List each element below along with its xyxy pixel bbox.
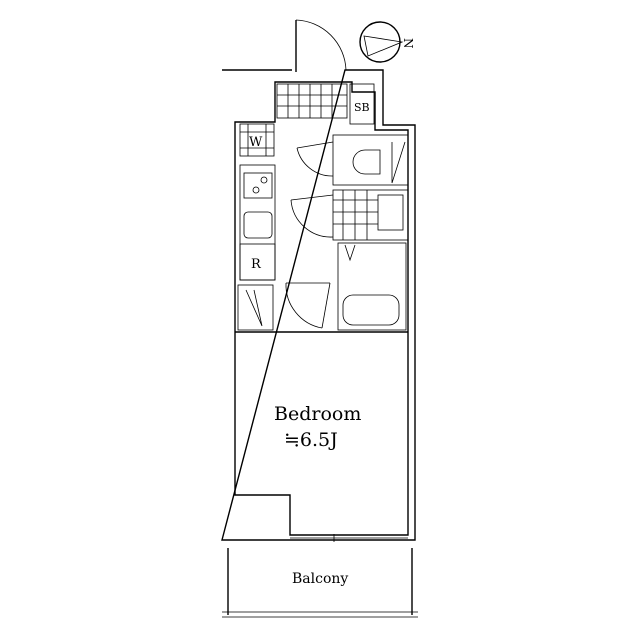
washer-label: W bbox=[249, 135, 263, 150]
entrance-tiles bbox=[276, 83, 348, 119]
fridge-space bbox=[239, 243, 276, 281]
closet bbox=[237, 284, 274, 331]
balcony bbox=[222, 548, 418, 618]
bedroom-size: ≒6.5J bbox=[284, 429, 338, 451]
stove-icon bbox=[243, 172, 273, 199]
bedroom-door[interactable] bbox=[285, 282, 331, 329]
compass-label: N bbox=[401, 38, 415, 49]
bedroom-label: Bedroom bbox=[274, 403, 361, 425]
balcony-label: Balcony bbox=[292, 571, 348, 587]
bathtub-icon bbox=[342, 294, 400, 326]
storage-label: SB bbox=[354, 101, 370, 114]
interior-wall bbox=[234, 81, 409, 536]
entrance-door[interactable] bbox=[295, 19, 347, 72]
washroom-door[interactable] bbox=[290, 194, 334, 238]
washbasin-icon bbox=[377, 194, 404, 231]
sink-icon bbox=[243, 211, 273, 239]
toilet-room bbox=[332, 134, 409, 186]
compass-icon: N bbox=[359, 21, 415, 63]
washer-space bbox=[239, 123, 275, 157]
bathroom bbox=[337, 242, 407, 331]
toilet-icon bbox=[352, 149, 381, 175]
fridge-label: R bbox=[251, 257, 262, 272]
shoe-box bbox=[349, 83, 375, 125]
washroom bbox=[332, 189, 409, 241]
toilet-door[interactable] bbox=[296, 141, 334, 177]
exterior-wall bbox=[221, 69, 416, 541]
